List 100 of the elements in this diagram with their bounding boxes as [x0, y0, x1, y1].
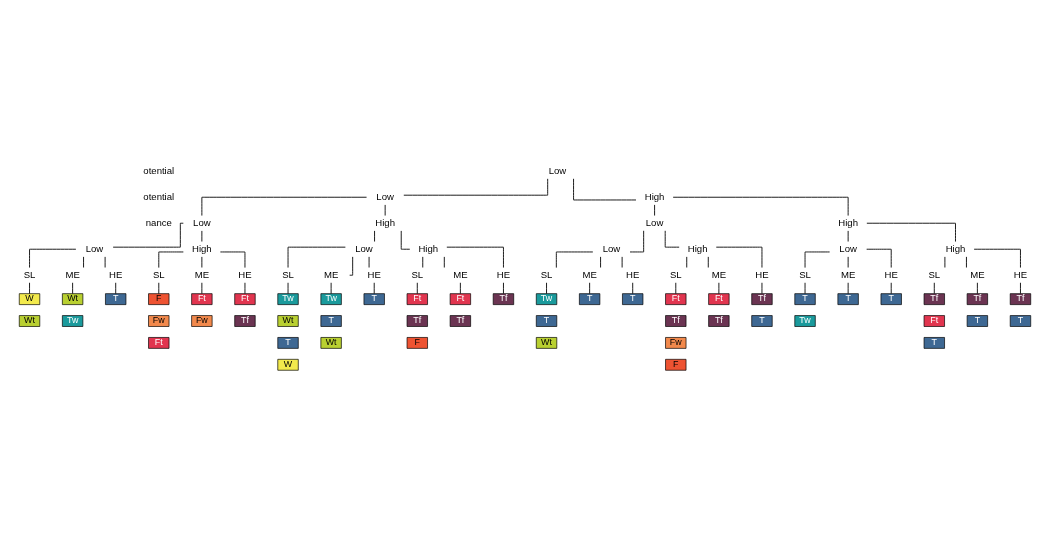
connector	[973, 248, 1021, 268]
node-box: T	[105, 292, 127, 305]
node-box: Wt	[320, 336, 342, 349]
node-box: T	[535, 314, 558, 327]
connector	[416, 281, 418, 294]
connector	[201, 281, 203, 294]
connector	[287, 246, 346, 268]
connector	[761, 281, 763, 294]
connector	[629, 229, 645, 252]
node-text: ME	[65, 268, 80, 280]
connector	[718, 281, 720, 294]
node-text: High	[945, 242, 966, 254]
node-box: Tf	[1009, 292, 1032, 305]
connector	[555, 251, 594, 268]
node-box: Ft	[148, 336, 170, 349]
node-text: ME	[582, 268, 597, 280]
node-text: Low	[85, 242, 104, 254]
node-text: SL	[411, 268, 424, 280]
node-box: Tf	[708, 314, 730, 327]
node-box: W	[277, 358, 299, 371]
node-box: Wt	[277, 314, 299, 327]
node-text: HE	[238, 268, 252, 280]
node-box: T	[1009, 314, 1032, 327]
node-text: Low	[193, 216, 211, 228]
connector	[976, 281, 978, 294]
connector	[632, 281, 634, 294]
node-text: HE	[626, 268, 640, 280]
connector	[654, 203, 656, 216]
node-text: High	[375, 216, 395, 228]
connector	[330, 281, 332, 294]
connector	[664, 229, 680, 248]
connector	[115, 281, 117, 294]
connector	[287, 281, 289, 294]
node-text: HE	[884, 268, 898, 280]
connector	[349, 255, 354, 276]
node-text: SL	[928, 268, 941, 280]
node-box: Tf	[406, 314, 428, 327]
node-box: Ft	[234, 292, 256, 305]
connector	[707, 255, 709, 268]
node-box: Tw	[535, 292, 558, 305]
label: otential	[143, 164, 175, 176]
connector	[933, 281, 935, 294]
node-box: F	[148, 292, 170, 305]
connector	[672, 196, 849, 216]
node-box: T	[751, 314, 773, 327]
node-box: Tf	[234, 314, 256, 327]
connector	[675, 281, 677, 294]
node-text: High	[418, 242, 439, 254]
node-box: Ft	[449, 292, 471, 305]
node-text: Low	[645, 216, 664, 228]
connector	[847, 281, 849, 294]
node-box: T	[277, 336, 299, 349]
connector	[459, 281, 461, 294]
node-text: SL	[282, 268, 294, 280]
connector	[374, 229, 375, 242]
node-box: Tf	[966, 292, 988, 305]
connector	[503, 281, 504, 294]
connector	[446, 246, 504, 268]
node-box: F	[665, 358, 687, 371]
node-box: Tw	[794, 314, 816, 327]
node-text: High	[192, 242, 212, 254]
connector	[546, 281, 547, 294]
connector	[443, 255, 445, 268]
node-box: Fw	[148, 314, 170, 327]
node-box: T	[923, 336, 945, 349]
connector	[966, 255, 967, 268]
node-box: Tf	[492, 292, 515, 305]
node-text: HE	[367, 268, 381, 280]
node-text: ME	[840, 268, 856, 280]
node-box: Wt	[18, 314, 41, 327]
node-box: Tf	[923, 292, 945, 305]
connector	[715, 246, 763, 268]
node-box: Fw	[191, 314, 213, 327]
node-box: Tf	[751, 292, 773, 305]
node-box: Tw	[320, 292, 342, 305]
node-text: SL	[669, 268, 682, 280]
node-box: Ft	[708, 292, 730, 305]
connector	[83, 255, 84, 268]
node-text: Low	[355, 242, 373, 254]
connector	[686, 255, 688, 268]
node-box: T	[837, 292, 859, 305]
node-text: SL	[540, 268, 553, 280]
node-text: High	[687, 242, 708, 254]
connector	[158, 281, 160, 294]
node-text: Low	[376, 190, 394, 202]
connector	[29, 248, 77, 268]
node-text: ME	[323, 268, 339, 280]
node-text: HE	[1013, 268, 1028, 280]
node-box: T	[966, 314, 988, 327]
node-box: Tw	[62, 314, 84, 327]
node-text: SL	[23, 268, 36, 280]
node-box: Tf	[449, 314, 471, 327]
node-text: High	[644, 190, 665, 202]
node-box: T	[579, 292, 601, 305]
node-box: T	[880, 292, 902, 305]
connector	[1020, 281, 1021, 294]
connector	[403, 177, 549, 196]
node-box: Tw	[277, 292, 299, 305]
node-text: HE	[109, 268, 123, 280]
node-box: Ft	[191, 292, 213, 305]
